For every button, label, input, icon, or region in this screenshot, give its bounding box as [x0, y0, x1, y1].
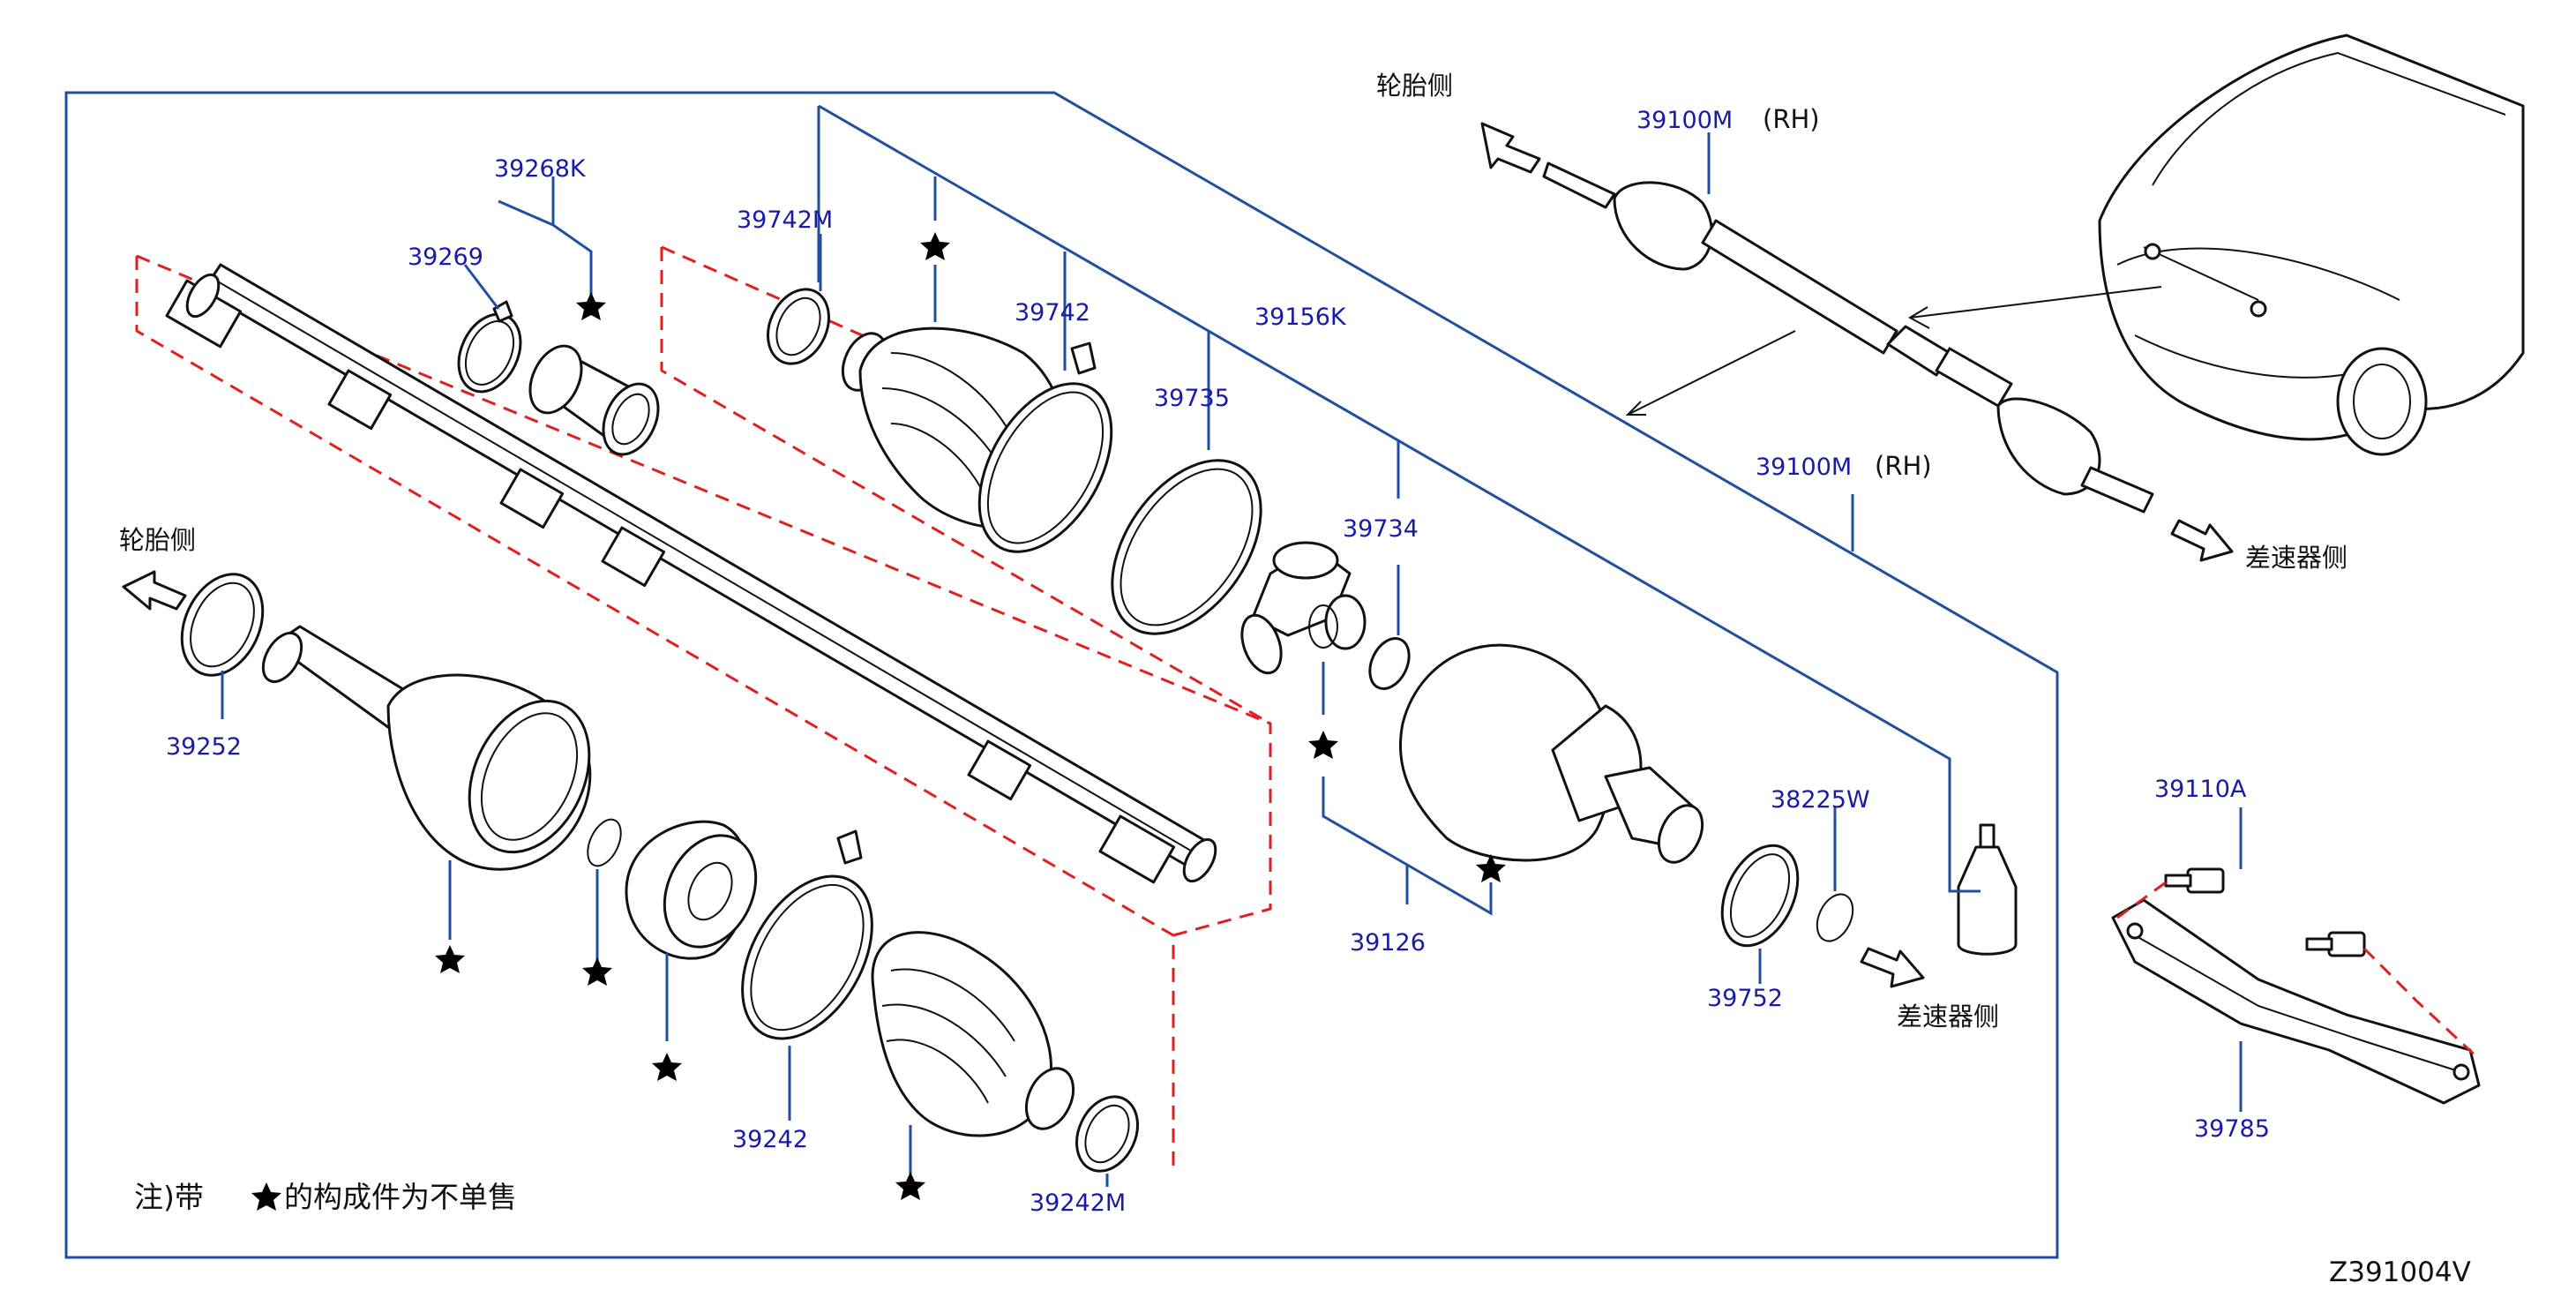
part-number-39242M[interactable]: 39242M — [1030, 1189, 1126, 1217]
part-number-39156K[interactable]: 39156K — [1254, 304, 1347, 331]
circlip-small-left — [587, 818, 622, 867]
star-marker-circlip — [582, 957, 612, 986]
arrow-diff-side-bottom — [1860, 947, 1925, 988]
rh-label-top: (RH) — [1763, 104, 1820, 134]
pointer-arrow-car — [1907, 286, 2162, 329]
outer-boot — [871, 931, 1075, 1137]
arrow-diff-side-right — [2170, 519, 2234, 562]
assembly-frame — [64, 91, 2059, 1259]
part-number-39752[interactable]: 39752 — [1707, 985, 1783, 1012]
diagram-code: Z391004V — [2329, 1257, 2471, 1288]
star-marker-outer-joint — [435, 945, 465, 973]
leader-39156K — [818, 104, 1981, 893]
snap-ring-39734 — [1368, 637, 1411, 690]
seal-39752 — [1720, 844, 1800, 948]
clamp-39269 — [457, 300, 522, 394]
inner-race — [625, 820, 758, 960]
outer-cv-joint — [261, 625, 592, 871]
inner-joint-group-outline — [660, 245, 1271, 725]
leader-39268K — [498, 176, 593, 296]
note-text: 的构成件为不单售 — [284, 1180, 517, 1214]
leader-39742M — [817, 106, 822, 291]
star-marker-spider — [1308, 731, 1338, 759]
star-marker-boot — [920, 232, 950, 260]
leader-39269 — [463, 264, 500, 310]
note-prefix: 注)带 — [134, 1180, 204, 1214]
part-number-38225W[interactable]: 38225W — [1771, 786, 1870, 814]
ring-39735 — [1111, 459, 1262, 635]
part-number-39735[interactable]: 39735 — [1154, 385, 1230, 412]
diff-side-label-right: 差速器侧 — [2245, 543, 2348, 573]
part-number-39126[interactable]: 39126 — [1350, 929, 1426, 957]
bracket-39785 — [2111, 898, 2481, 1105]
arrow-tire-side-top — [1480, 122, 1541, 174]
clamp-39242M — [1075, 1095, 1139, 1173]
circlip-38225W — [1816, 893, 1854, 942]
part-number-39242[interactable]: 39242 — [732, 1126, 808, 1153]
part-number-39269[interactable]: 39269 — [408, 244, 483, 271]
part-number-39268K[interactable]: 39268K — [494, 155, 587, 183]
bolt-guide-lines — [2116, 881, 2481, 1061]
inner-joint-housing — [1398, 643, 1704, 864]
clamp-39742M — [767, 288, 830, 365]
boot-band-39742 — [977, 341, 1113, 553]
bolt-39110A-right — [2305, 931, 2366, 957]
grease-tube — [1957, 823, 2018, 956]
part-number-39742M[interactable]: 39742M — [737, 206, 833, 234]
tire-side-label-top: 轮胎侧 — [1376, 71, 1453, 101]
part-number-39110A[interactable]: 39110A — [2154, 776, 2247, 803]
seal-ring-39252 — [180, 573, 265, 677]
arrow-tire-side-left — [122, 570, 187, 611]
rh-label-mid: (RH) — [1875, 451, 1932, 481]
part-number-39785[interactable]: 39785 — [2194, 1115, 2270, 1143]
bolt-39110A-left — [2164, 867, 2225, 894]
diff-side-label-bottom: 差速器侧 — [1897, 1002, 1999, 1032]
part-number-39742[interactable]: 39742 — [1015, 299, 1090, 326]
part-number-39252[interactable]: 39252 — [166, 733, 242, 761]
drive-shaft-assembly — [1542, 161, 2154, 514]
pointer-arrow-shaft — [1625, 330, 1796, 416]
part-number-39100M-mid[interactable]: 39100M — [1756, 454, 1852, 481]
star-marker-inner-race — [652, 1053, 682, 1081]
boot-band-39242 — [741, 829, 873, 1040]
vehicle-outline — [2098, 34, 2525, 456]
tire-side-label-left: 轮胎侧 — [119, 525, 196, 555]
damper-39268K — [528, 344, 660, 456]
intermediate-shaft — [165, 263, 1217, 884]
leader-39126 — [1322, 662, 1493, 916]
star-marker-outer-boot — [895, 1172, 925, 1200]
star-marker-note — [251, 1182, 281, 1211]
tripod-spider — [1240, 541, 1367, 675]
part-number-39734[interactable]: 39734 — [1343, 515, 1419, 543]
part-number-39100M-top[interactable]: 39100M — [1636, 107, 1733, 134]
star-marker-damper — [576, 292, 606, 320]
